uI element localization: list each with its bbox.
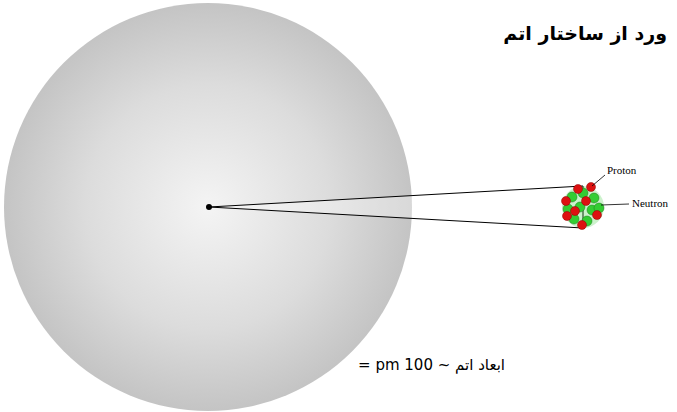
zoom-cone: [209, 186, 583, 228]
part-label: Neutron: [632, 197, 668, 209]
leader-line: [592, 175, 605, 186]
nucleus: [562, 183, 605, 230]
slide-title: ورد از ساختار اتم: [503, 22, 667, 44]
part-label: Proton: [607, 164, 636, 176]
leader-line: [601, 204, 629, 205]
dimension-note: ابعاد اتم ~ 100 pm =: [358, 356, 505, 374]
nucleus-dot: [206, 204, 212, 210]
